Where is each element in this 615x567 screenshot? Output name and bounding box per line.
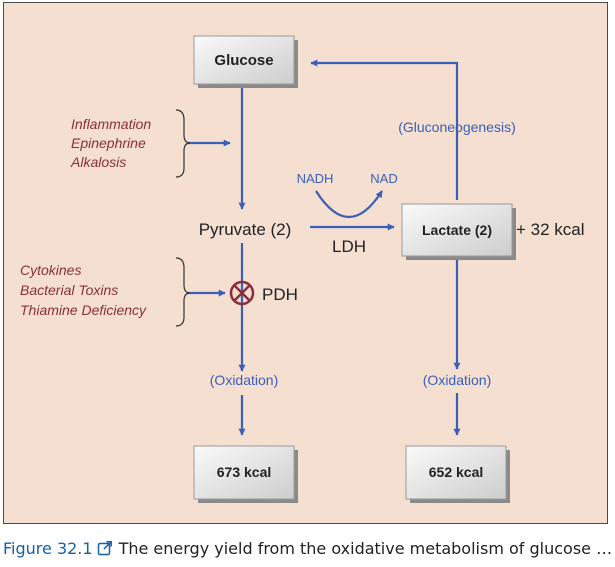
factor-cytokines: Cytokines [20,262,81,278]
arrow-nadh-to-nad [315,190,383,218]
brace-top [175,109,191,178]
oxidation-right-label: (Oxidation) [423,372,491,388]
open-in-new-window-icon[interactable] [97,540,113,560]
kcal-left-box: 673 kcal [193,445,298,503]
ldh-label: LDH [332,237,366,256]
glucose-box: Glucose [193,35,298,88]
pdh-label: PDH [262,285,298,304]
glucose-label: Glucose [214,52,273,69]
energy-yield-diagram: Glucose Lactate (2) 673 kcal 652 kcal [20,35,585,503]
nad-label: NAD [370,171,397,186]
kcal-right-box: 652 kcal [405,445,510,503]
pdh-inhibition-icon [229,280,255,306]
factor-epinephrine: Epinephrine [71,135,146,151]
oxidation-left-label: (Oxidation) [210,372,278,388]
nadh-label: NADH [297,171,334,186]
figure: Glucose Lactate (2) 673 kcal 652 kcal [3,2,608,524]
factor-inflammation: Inflammation [71,116,151,132]
caption-text: The energy yield from the oxidative meta… [118,539,613,558]
kcal-right-label: 652 kcal [429,464,484,480]
figure-caption: Figure 32.1 The energy yield from the oxi… [3,539,613,560]
plus-kcal-label: + 32 kcal [516,220,585,239]
figure-link[interactable]: Figure 32.1 [3,539,93,558]
factor-thiamine-deficiency: Thiamine Deficiency [20,302,147,318]
lactate-box: Lactate (2) [401,203,516,260]
arrow-lactate-to-glucose [310,59,459,200]
pyruvate-label: Pyruvate (2) [199,220,292,239]
factor-alkalosis: Alkalosis [70,154,126,170]
kcal-left-label: 673 kcal [217,464,272,480]
brace-bottom [175,257,191,327]
gluconeogenesis-label: (Gluconeogenesis) [398,119,516,135]
factor-bacterial-toxins: Bacterial Toxins [20,282,118,298]
lactate-label: Lactate (2) [422,222,492,238]
